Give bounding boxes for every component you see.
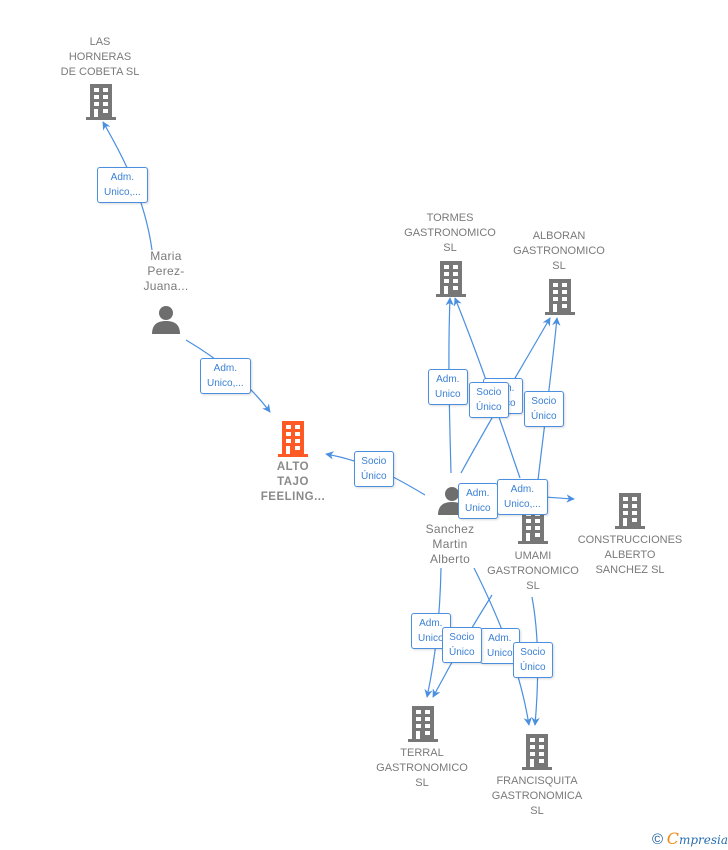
node-label-sanchez[interactable]: Sanchez Martin Alberto [425, 522, 475, 566]
copyright-notice: © Cmpresia [652, 829, 728, 848]
edge-label-sanchez-francisquita-adm[interactable]: Adm. Unico [480, 628, 520, 664]
node-label-alboran[interactable]: ALBORAN GASTRONOMICO SL [513, 230, 605, 272]
copyright-icon: © [652, 831, 664, 848]
building-icon[interactable] [615, 493, 645, 529]
edge-label-sanchez-francisquita-socio[interactable]: Socio Único [513, 642, 553, 678]
edge-label-sanchez-alboran-socio[interactable]: Socio Único [524, 391, 564, 427]
building-icon[interactable] [278, 421, 308, 457]
brand-logo-initial: C [666, 829, 679, 848]
building-icon[interactable] [408, 706, 438, 742]
node-label-terral[interactable]: TERRAL GASTRONOMICO SL [376, 747, 468, 789]
edge-label-maria-horneras[interactable]: Adm. Unico,... [97, 167, 148, 203]
node-label-alto-tajo[interactable]: ALTO TAJO FEELING... [260, 461, 326, 503]
edge-label-sanchez-altotajo[interactable]: Socio Único [354, 451, 394, 487]
edge-label-sanchez-tormes-socio[interactable]: Socio Único [469, 382, 509, 418]
brand-logo-text: mpresia [678, 833, 728, 847]
edge-label-sanchez-construcciones-adm[interactable]: Adm. Unico,... [497, 479, 548, 515]
edge-label-maria-altotajo[interactable]: Adm. Unico,... [200, 358, 251, 394]
edge-label-sanchez-tormes-adm[interactable]: Adm. Unico [428, 369, 468, 405]
node-label-umami[interactable]: UMAMI GASTRONOMICO SL [487, 550, 579, 592]
building-icon[interactable] [86, 84, 116, 120]
node-label-construcciones[interactable]: CONSTRUCCIONES ALBERTO SANCHEZ SL [577, 534, 683, 576]
building-icon[interactable] [545, 279, 575, 315]
building-icon[interactable] [522, 734, 552, 770]
edge-label-sanchez-umami-adm[interactable]: Adm. Unico [458, 483, 498, 519]
building-icon[interactable] [436, 261, 466, 297]
node-label-tormes[interactable]: TORMES GASTRONOMICO SL [404, 212, 496, 254]
person-icon[interactable] [152, 306, 180, 334]
node-label-francisquita[interactable]: FRANCISQUITA GASTRONOMICA SL [491, 775, 583, 817]
edge-label-sanchez-terral-socio[interactable]: Socio Único [442, 627, 482, 663]
node-label-las-horneras[interactable]: LAS HORNERAS DE COBETA SL [60, 36, 140, 78]
node-label-maria[interactable]: Maria Perez- Juana... [143, 249, 189, 293]
